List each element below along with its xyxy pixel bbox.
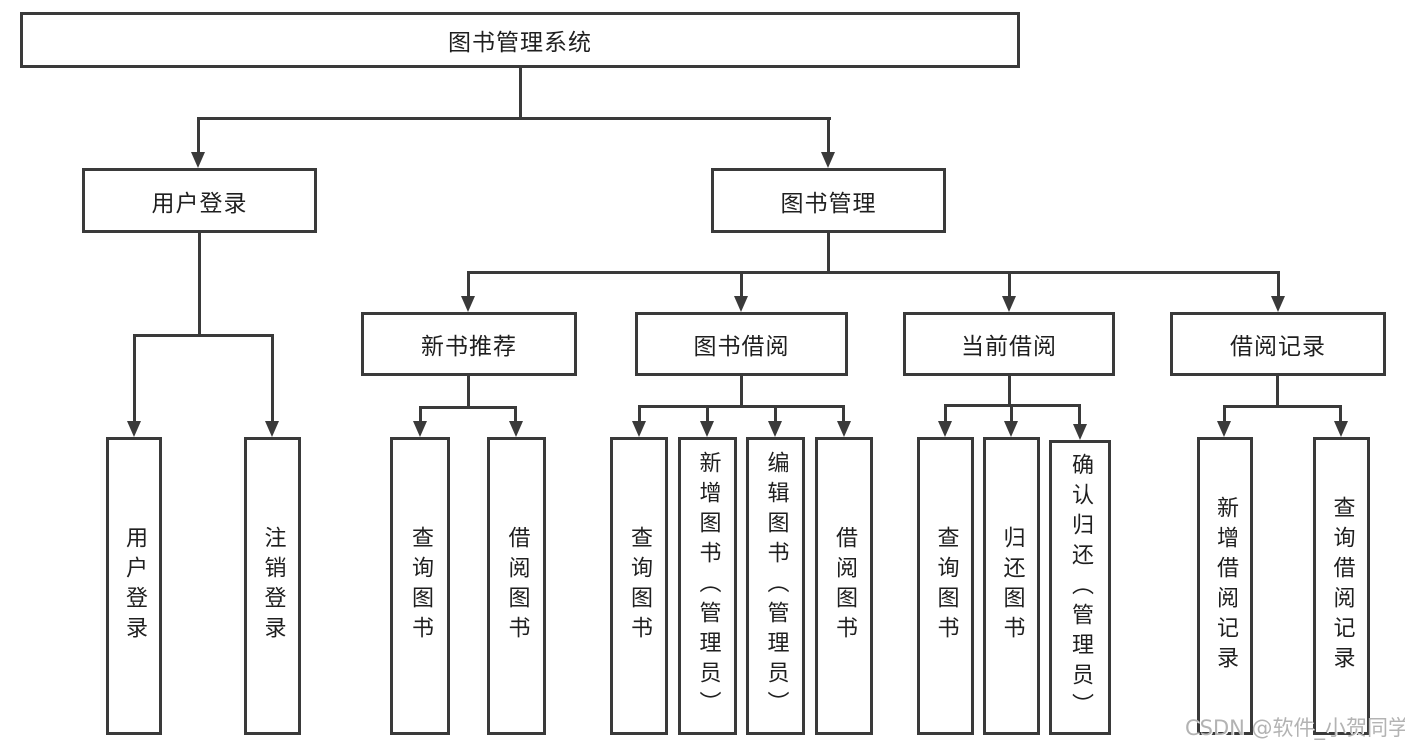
connector-arrow-shaft [197,117,200,155]
arrow-down-icon [509,421,523,437]
node-borrow-records: 借阅记录 [1170,312,1386,376]
connector-arrow-shaft [1010,404,1013,423]
connector-borrow-stem [740,376,743,408]
node-label: 图书借阅 [693,334,790,360]
connector-arrow-shaft [638,405,641,423]
leaf-query-books-borrow: 查询图书 [610,437,668,735]
connector-arrow-shaft [133,334,136,423]
connector-current-stem [1008,376,1011,407]
leaf-label: 查询图书 [408,526,433,646]
node-book-management: 图书管理 [711,168,946,233]
arrow-down-icon [938,421,952,437]
arrow-down-icon [1334,421,1348,437]
connector-arrow-shaft [271,334,274,423]
leaf-label: 借阅图书 [832,526,857,646]
connector-borrow-branch [638,405,845,408]
node-current-borrow: 当前借阅 [903,312,1115,376]
arrow-down-icon [1002,296,1016,312]
connector-records-stem [1276,376,1279,408]
node-library-management-system: 图书管理系统 [20,12,1020,68]
connector-arrow-shaft [827,117,830,155]
connector-root-branch [197,117,831,120]
arrow-down-icon [191,152,205,168]
connector-userlogin-stem [198,233,201,336]
leaf-label: 编辑图书（管理员） [763,451,789,721]
connector-userlogin-branch [133,334,273,337]
node-book-borrow: 图书借阅 [635,312,848,376]
connector-arrow-shaft [774,405,777,423]
connector-arrow-shaft [842,405,845,423]
connector-arrow-shaft [1339,405,1342,423]
leaf-label: 归还图书 [999,526,1025,646]
node-label: 借阅记录 [1230,334,1326,360]
node-user-login: 用户登录 [82,168,317,233]
connector-bookmgmt-stem [827,233,830,273]
connector-arrow-shaft [1277,271,1280,298]
node-label: 用户登录 [151,190,248,217]
arrow-down-icon [837,421,851,437]
leaf-query-books-recommend: 查询图书 [390,437,450,735]
node-new-book-recommend: 新书推荐 [361,312,577,376]
arrow-down-icon [1271,296,1285,312]
connector-records-branch [1223,405,1342,408]
arrow-down-icon [768,421,782,437]
connector-recommend-branch [419,406,517,409]
arrow-down-icon [1004,421,1018,437]
arrow-down-icon [1217,421,1231,437]
arrow-down-icon [413,421,427,437]
csdn-watermark: CSDN @软件_小贺同学 [1185,716,1405,740]
connector-arrow-shaft [1078,404,1081,425]
leaf-add-book-admin: 新增图书（管理员） [678,437,737,735]
leaf-return-book: 归还图书 [983,437,1040,735]
leaf-label: 新增借阅记录 [1213,496,1238,676]
connector-arrow-shaft [944,404,947,423]
connector-recommend-stem [467,376,470,409]
node-label: 图书管理 [780,190,877,217]
arrow-down-icon [700,421,714,437]
leaf-add-borrow-record: 新增借阅记录 [1197,437,1253,735]
connector-arrow-shaft [1008,271,1011,298]
connector-bookmgmt-branch [467,271,1280,274]
connector-arrow-shaft [419,406,422,423]
leaf-query-borrow-record: 查询借阅记录 [1313,437,1370,735]
node-label: 图书管理系统 [448,30,592,56]
leaf-borrow-books-recommend: 借阅图书 [487,437,546,735]
leaf-label: 用户登录 [122,526,147,646]
arrow-down-icon [127,421,141,437]
leaf-logout: 注销登录 [244,437,301,735]
leaf-label: 借阅图书 [504,526,530,646]
connector-arrow-shaft [514,406,517,423]
arrow-down-icon [461,296,475,312]
leaf-label: 查询图书 [933,526,959,646]
connector-arrow-shaft [706,405,709,423]
connector-arrow-shaft [1223,405,1226,423]
arrow-down-icon [265,421,279,437]
arrow-down-icon [734,296,748,312]
leaf-user-login: 用户登录 [106,437,162,735]
arrow-down-icon [1073,424,1087,440]
arrow-down-icon [821,152,835,168]
leaf-label: 确认归还（管理员） [1068,452,1093,723]
leaf-confirm-return-admin: 确认归还（管理员） [1049,440,1111,735]
connector-arrow-shaft [740,271,743,298]
leaf-edit-book-admin: 编辑图书（管理员） [746,437,805,735]
leaf-label: 查询图书 [627,526,652,646]
leaf-borrow-books: 借阅图书 [815,437,873,735]
leaf-query-books-current: 查询图书 [917,437,974,735]
node-label: 新书推荐 [421,334,517,360]
connector-root-stem [519,68,522,119]
node-label: 当前借阅 [961,334,1057,360]
leaf-label: 注销登录 [260,526,286,646]
leaf-label: 新增图书（管理员） [695,451,721,721]
arrow-down-icon [632,421,646,437]
connector-arrow-shaft [467,271,470,298]
leaf-label: 查询借阅记录 [1329,496,1355,676]
